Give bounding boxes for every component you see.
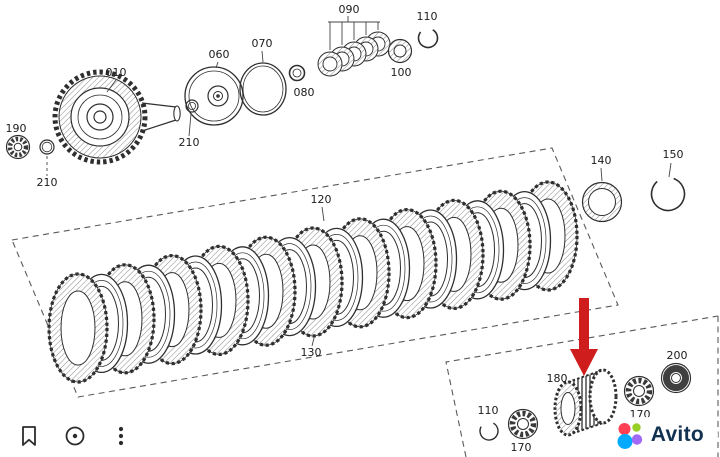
part-labels: 010 060 070 080 090 100 110 120 130 140 … bbox=[6, 3, 688, 454]
leader-lines bbox=[46, 50, 672, 347]
input-shaft bbox=[141, 102, 177, 132]
shim-140 bbox=[581, 181, 623, 223]
part-label-150: 150 bbox=[663, 148, 684, 161]
part-label-180: 180 bbox=[547, 372, 568, 385]
bracket-090 bbox=[328, 16, 380, 50]
bearing-170-left bbox=[509, 410, 538, 439]
gear-drum-010 bbox=[52, 69, 181, 165]
ring-210-middle bbox=[185, 99, 199, 113]
part-label-070: 070 bbox=[252, 37, 273, 50]
bearing-170-right bbox=[625, 377, 654, 406]
part-label-080: 080 bbox=[294, 86, 315, 99]
watermark-brand-text: Avito bbox=[650, 423, 704, 446]
part-label-090: 090 bbox=[339, 3, 360, 16]
bookmark-button[interactable] bbox=[14, 421, 44, 451]
part-label-170-left: 170 bbox=[511, 441, 532, 454]
seal-ring-200 bbox=[660, 362, 692, 394]
main-assembly-dashed-box bbox=[11, 147, 619, 398]
part-label-140: 140 bbox=[591, 154, 612, 167]
dashed-group-boxes bbox=[11, 147, 719, 457]
more-menu-button[interactable] bbox=[106, 421, 136, 451]
lens-icon bbox=[65, 426, 85, 446]
bookmark-icon bbox=[22, 426, 36, 446]
watermark-badge: Avito bbox=[609, 417, 718, 453]
part-label-210-middle: 210 bbox=[179, 136, 200, 149]
part-label-100: 100 bbox=[391, 66, 412, 79]
gear-hub-180 bbox=[553, 368, 618, 437]
bearing-190 bbox=[5, 134, 31, 160]
snap-ring-150 bbox=[650, 176, 686, 212]
ring-210-left bbox=[39, 139, 55, 155]
part-label-110-bottom: 110 bbox=[478, 404, 499, 417]
drum-060 bbox=[184, 66, 244, 126]
o-ring-080 bbox=[288, 64, 306, 82]
hub-group-dashed-box bbox=[445, 315, 719, 457]
kebab-menu-icon bbox=[118, 426, 124, 446]
snap-ring-110-bottom bbox=[479, 421, 499, 441]
snap-ring-110-top bbox=[417, 27, 439, 49]
washer-100 bbox=[387, 38, 413, 64]
avito-logo-icon bbox=[617, 423, 642, 449]
part-label-120: 120 bbox=[311, 193, 332, 206]
highlight-arrow bbox=[570, 298, 598, 376]
part-label-060: 060 bbox=[209, 48, 230, 61]
snap-ring-070 bbox=[239, 62, 287, 116]
part-label-130: 130 bbox=[301, 346, 322, 359]
friction-disc bbox=[47, 272, 109, 384]
part-label-110-top: 110 bbox=[417, 10, 438, 23]
part-label-190: 190 bbox=[6, 122, 27, 135]
lens-button[interactable] bbox=[60, 421, 90, 451]
image-toolbar bbox=[14, 421, 136, 451]
part-label-010: 010 bbox=[106, 66, 127, 79]
part-label-200: 200 bbox=[667, 349, 688, 362]
part-label-210-left: 210 bbox=[37, 176, 58, 189]
